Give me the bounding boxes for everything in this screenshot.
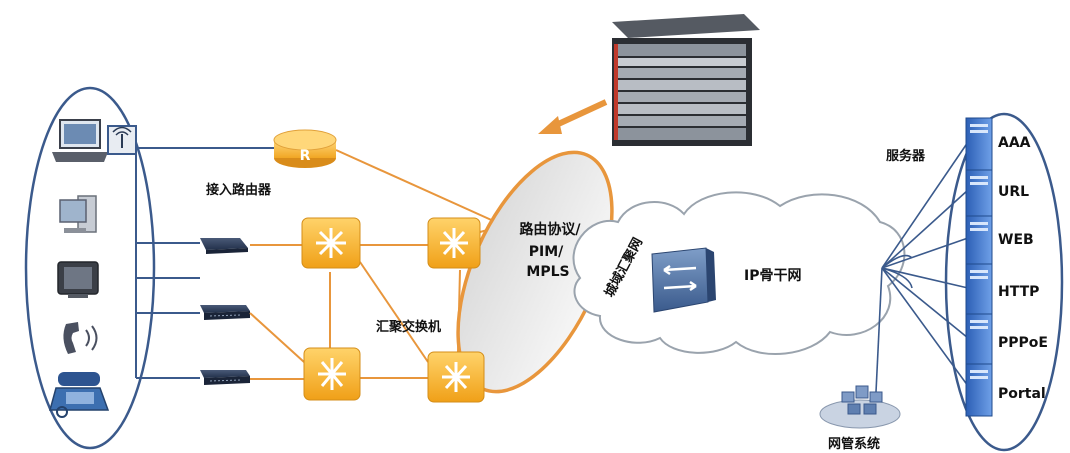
- laptop-icon: [52, 119, 108, 162]
- server-label-http: HTTP: [998, 284, 1039, 300]
- routing-protocols-line-1: 路由协议/: [519, 221, 581, 238]
- nms-label: 网管系统: [828, 436, 880, 452]
- server-label-aaa: AAA: [998, 135, 1031, 151]
- server-icon: [965, 313, 993, 365]
- access-router-label: 接入路由器: [206, 182, 272, 198]
- aggregation-switch-label: 汇聚交换机: [376, 319, 441, 335]
- core-router-chassis-icon: [612, 14, 760, 146]
- switch-icon: [427, 217, 481, 269]
- server-icon: [965, 169, 993, 217]
- router-icon: R: [273, 129, 337, 168]
- desk-phone-icon: [49, 372, 110, 418]
- ip-backbone-label: IP骨干网: [744, 267, 801, 284]
- phone-handset-icon: [63, 322, 98, 354]
- routing-protocols-line-3: MPLS: [526, 264, 569, 280]
- server-icon: [965, 117, 993, 171]
- access-device-icon: [200, 305, 250, 320]
- server-label-url: URL: [998, 184, 1029, 200]
- nms-icon: [819, 385, 901, 429]
- desktop-pc-icon: [59, 195, 97, 233]
- switch-icon: [303, 347, 361, 401]
- wireless-ap-icon: [107, 125, 137, 155]
- metro-switch-icon: [651, 247, 716, 313]
- terminal-links: [135, 147, 274, 379]
- server-icon: [965, 263, 993, 315]
- server-label-web: WEB: [998, 232, 1034, 248]
- server-group-ellipse: [944, 112, 1064, 452]
- server-links: [875, 141, 969, 393]
- switch-icon: [427, 351, 485, 403]
- ip-backbone-cloud: [572, 191, 906, 355]
- terminal-group-ellipse: [24, 86, 156, 450]
- routing-protocols-line-2: PIM/: [529, 244, 564, 260]
- server-icon: [965, 363, 993, 417]
- svg-text:R: R: [300, 148, 311, 164]
- server-icon: [965, 215, 993, 265]
- switch-icon: [301, 217, 361, 269]
- access-device-icon: [200, 370, 250, 385]
- access-device-icon: [200, 238, 248, 254]
- servers-label: 服务器: [886, 148, 926, 164]
- crt-monitor-icon: [57, 261, 99, 298]
- server-label-pppoe: PPPoE: [998, 335, 1048, 351]
- server-label-portal: Portal: [998, 386, 1046, 402]
- pointer-arrow: [538, 99, 608, 134]
